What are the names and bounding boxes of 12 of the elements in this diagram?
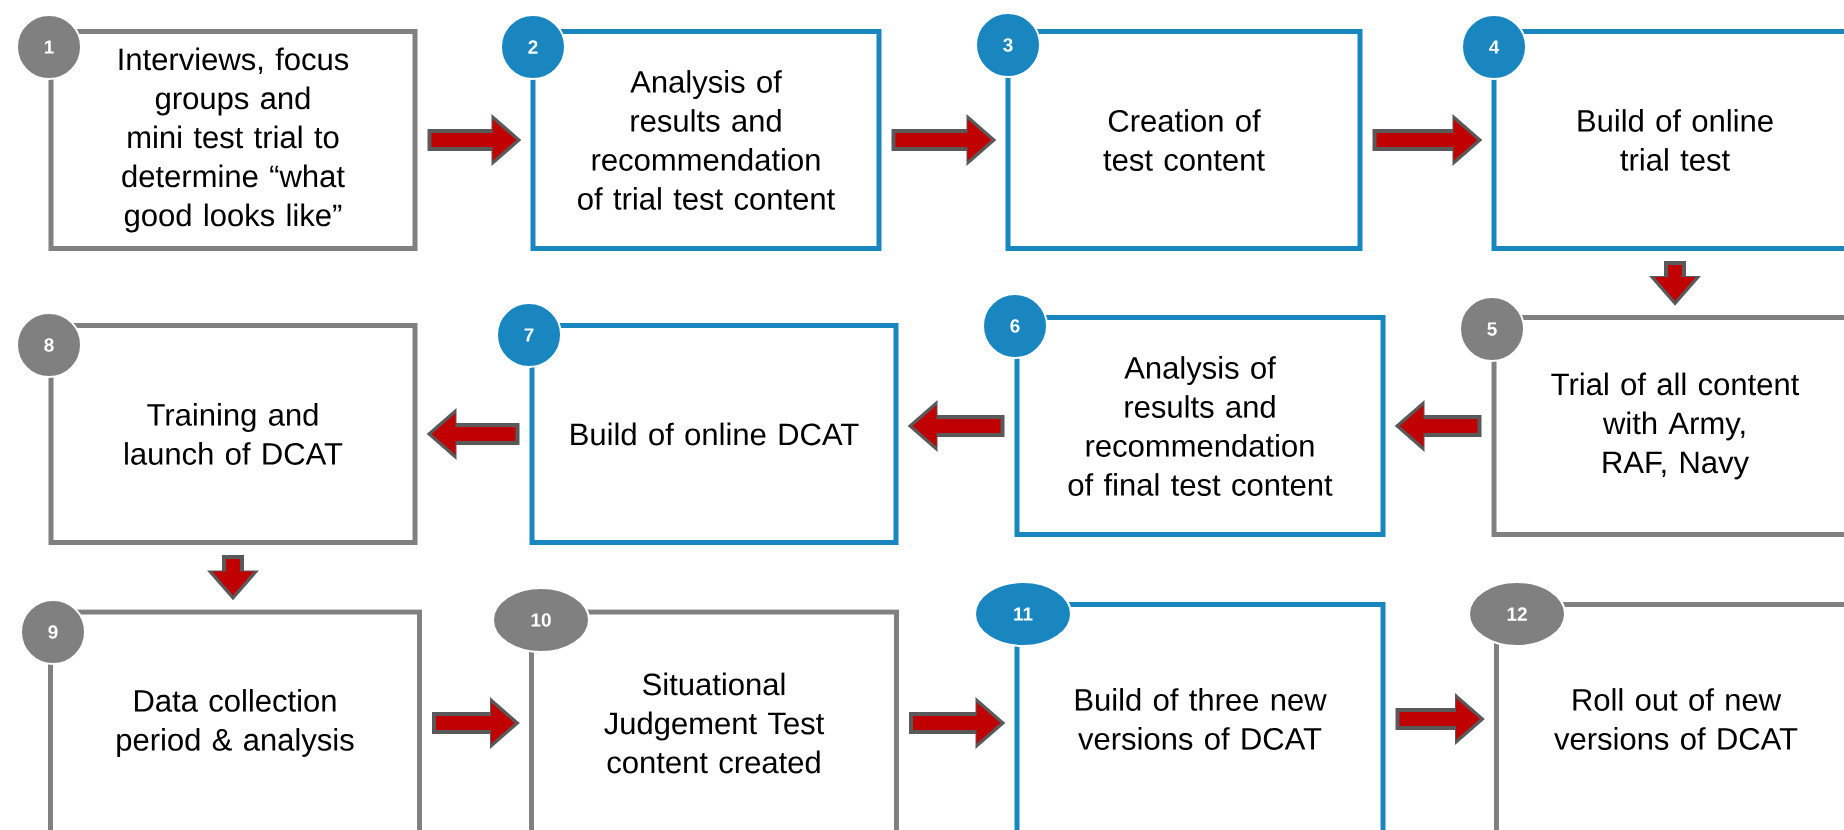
step-number-badge: 1 (16, 14, 82, 80)
step-number-badge: 12 (1468, 581, 1566, 647)
step-number-badge: 11 (974, 581, 1072, 647)
step-number-badge: 3 (975, 12, 1041, 78)
step-number-badge: 7 (496, 302, 562, 368)
step-number-badge: 6 (982, 293, 1048, 359)
step-number-badge: 5 (1459, 296, 1525, 362)
step-number-badge: 10 (492, 587, 590, 653)
step-number-badge: 9 (20, 599, 86, 665)
step-number-badge: 4 (1461, 14, 1527, 80)
step-number-badge: 8 (16, 312, 82, 378)
step-number-badge: 2 (500, 14, 566, 80)
